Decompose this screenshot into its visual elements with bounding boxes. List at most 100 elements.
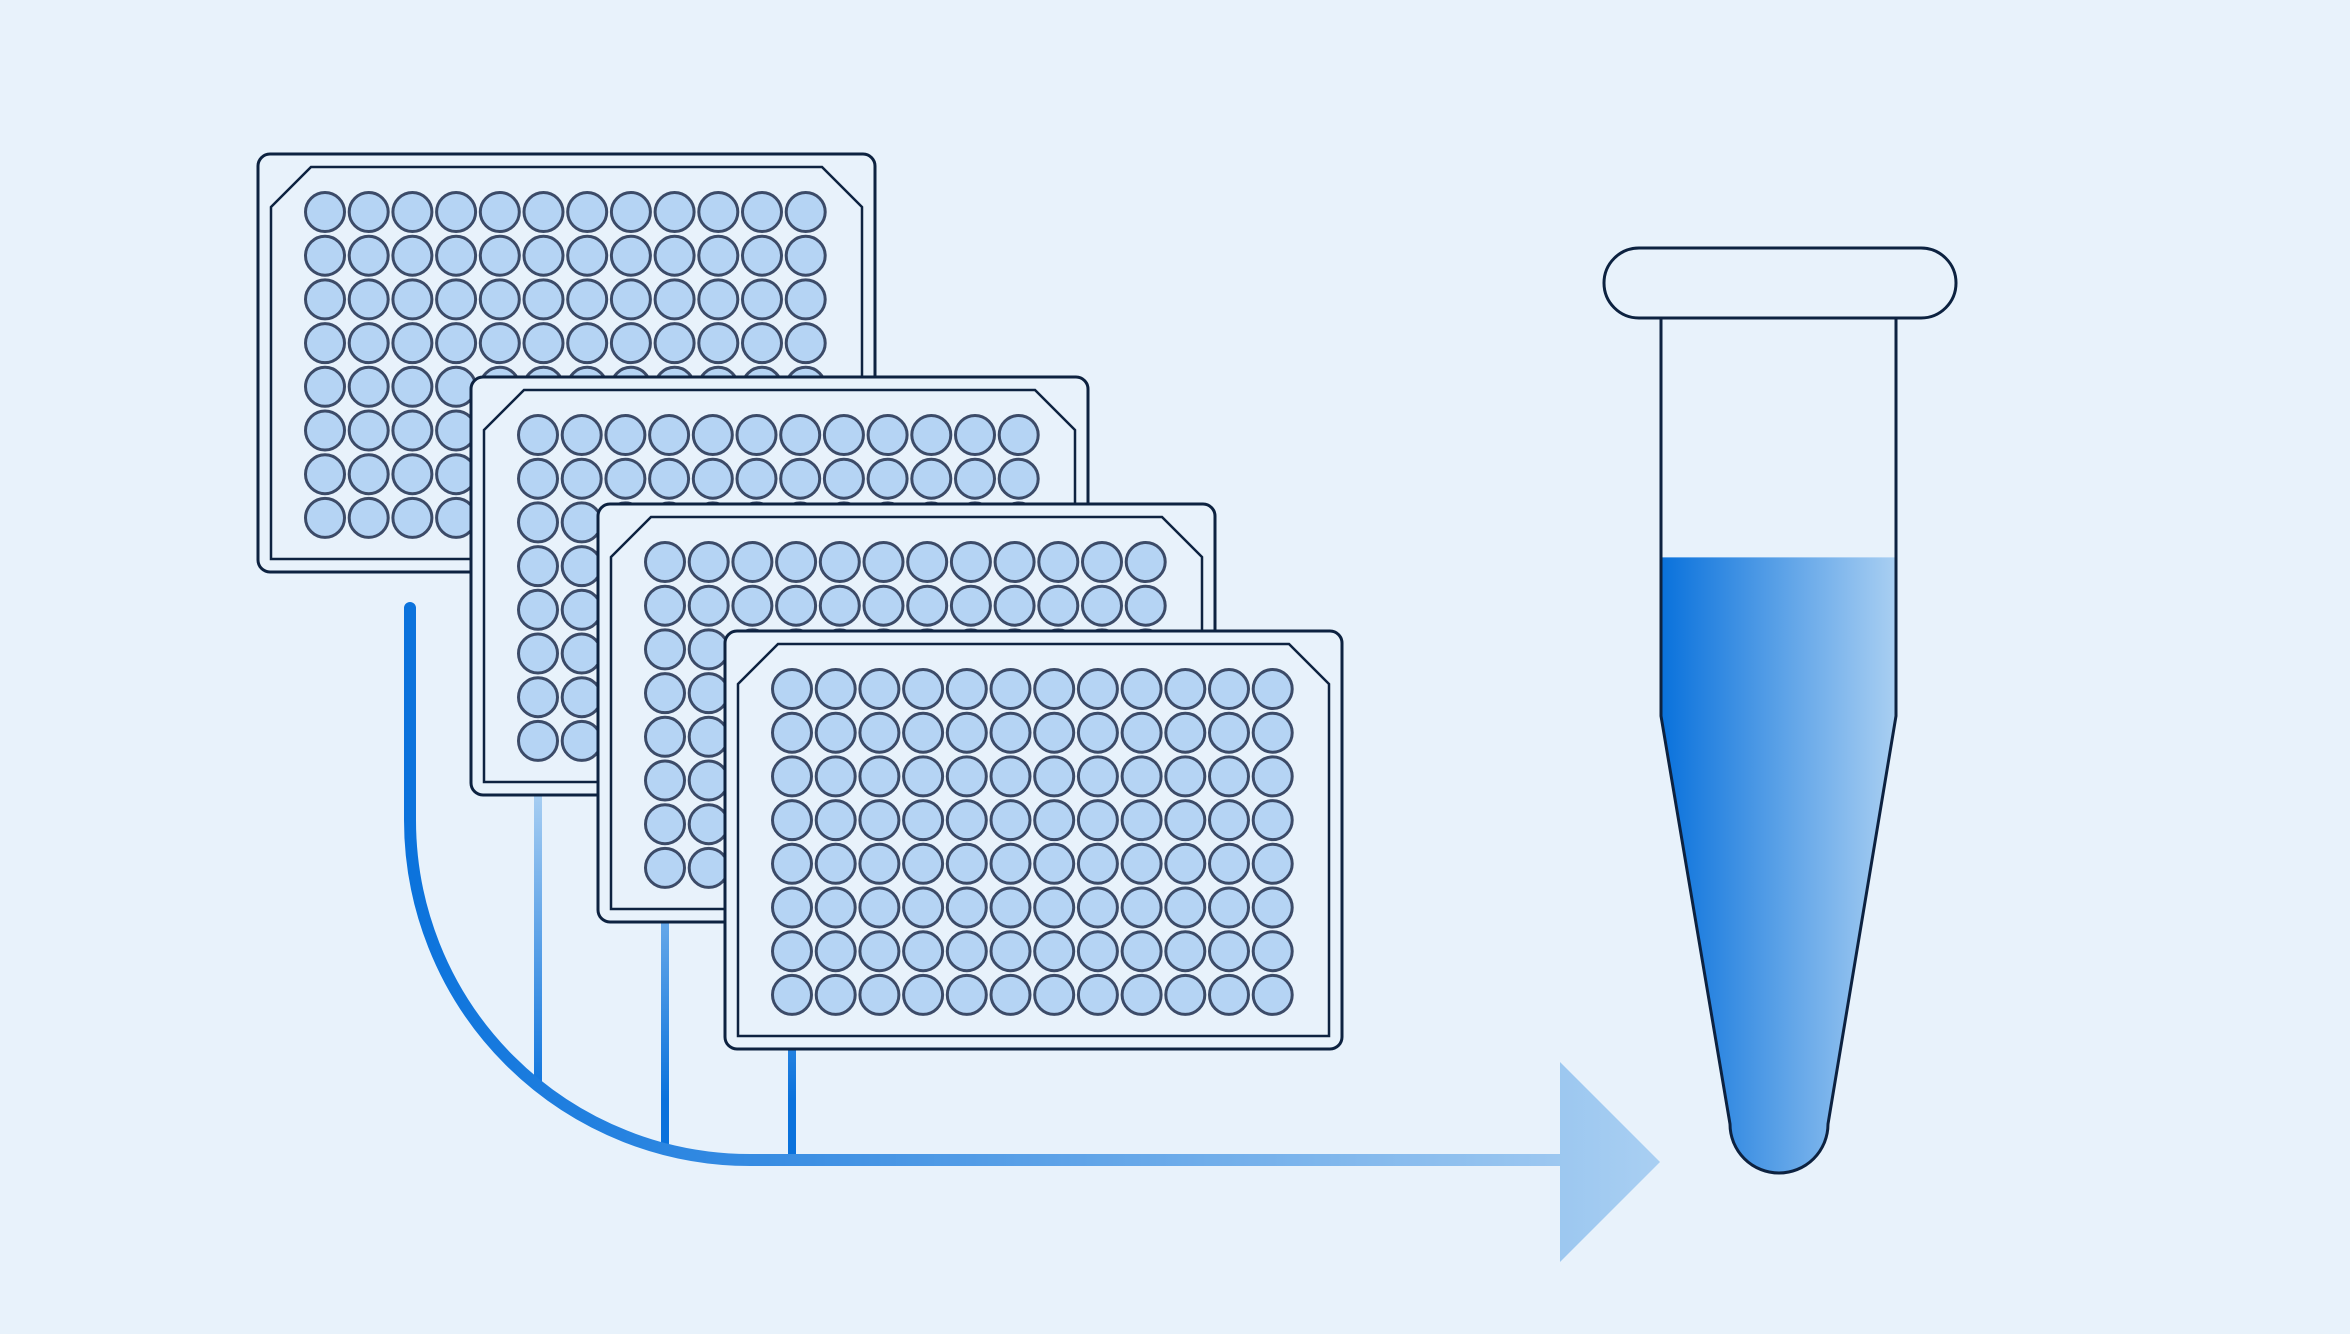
well [391, 191, 434, 233]
well [771, 973, 813, 1016]
well [304, 496, 346, 539]
well [347, 234, 390, 277]
well [1208, 842, 1250, 885]
well [771, 755, 813, 798]
well [954, 457, 996, 500]
well [945, 842, 988, 885]
well [391, 278, 434, 321]
well [1164, 799, 1207, 842]
well [560, 501, 603, 544]
well [1124, 541, 1167, 583]
well [1208, 755, 1250, 798]
well [989, 755, 1032, 798]
well [989, 668, 1032, 710]
well [949, 541, 992, 583]
well [779, 457, 822, 500]
well [997, 414, 1040, 456]
well [775, 584, 818, 627]
plate-stack [256, 152, 1344, 1051]
well [858, 930, 901, 973]
well [609, 322, 652, 365]
well [1164, 842, 1207, 885]
well [814, 973, 857, 1016]
well [1251, 799, 1294, 842]
well [517, 414, 559, 456]
well [989, 930, 1032, 973]
well [687, 628, 730, 671]
well [945, 755, 988, 798]
well [1076, 755, 1119, 798]
well [517, 457, 559, 500]
well [1208, 799, 1250, 842]
well [945, 668, 988, 710]
well [1120, 973, 1163, 1016]
well [1081, 541, 1123, 583]
well [945, 886, 988, 929]
well [304, 322, 346, 365]
well [1251, 842, 1294, 885]
well [478, 322, 521, 365]
well [517, 632, 559, 675]
well [644, 846, 686, 889]
well [1124, 584, 1167, 627]
well [1208, 711, 1250, 754]
well [347, 496, 390, 539]
well [1164, 930, 1207, 973]
microcentrifuge-tube-icon [1602, 246, 1958, 1175]
well [648, 414, 691, 456]
well [478, 278, 521, 321]
well [902, 973, 945, 1016]
well [391, 365, 434, 408]
well [304, 234, 346, 277]
well [822, 414, 865, 456]
well [858, 886, 901, 929]
well [818, 541, 861, 583]
well [687, 715, 730, 758]
well [653, 191, 696, 233]
well [1164, 755, 1207, 798]
well [910, 414, 953, 456]
well [522, 278, 565, 321]
main-pooling-path [404, 602, 1576, 1166]
well [1037, 584, 1080, 627]
well [862, 541, 905, 583]
well [1120, 886, 1163, 929]
well [697, 234, 740, 277]
well [902, 755, 945, 798]
well [391, 234, 434, 277]
well [989, 799, 1032, 842]
tube-body [1659, 318, 1898, 1175]
well [822, 457, 865, 500]
well [653, 322, 696, 365]
well [814, 842, 857, 885]
well [644, 803, 686, 846]
well [902, 668, 945, 710]
well [687, 803, 730, 846]
well [902, 930, 945, 973]
well [391, 409, 434, 452]
well [644, 584, 686, 627]
well [1208, 973, 1250, 1016]
well [949, 584, 992, 627]
well [1120, 755, 1163, 798]
tube-liquid [1661, 557, 1896, 1173]
well [858, 799, 901, 842]
well [731, 541, 774, 583]
well [609, 234, 652, 277]
well [775, 541, 818, 583]
well [347, 278, 390, 321]
well [858, 973, 901, 1016]
well [993, 541, 1036, 583]
well [478, 191, 521, 233]
well [347, 409, 390, 452]
well [560, 545, 603, 588]
well-grid [771, 668, 1294, 1016]
well [1033, 973, 1076, 1016]
well [814, 886, 857, 929]
well [304, 409, 346, 452]
well [945, 711, 988, 754]
well [902, 886, 945, 929]
well [866, 457, 909, 500]
well [779, 414, 822, 456]
well [687, 759, 730, 802]
